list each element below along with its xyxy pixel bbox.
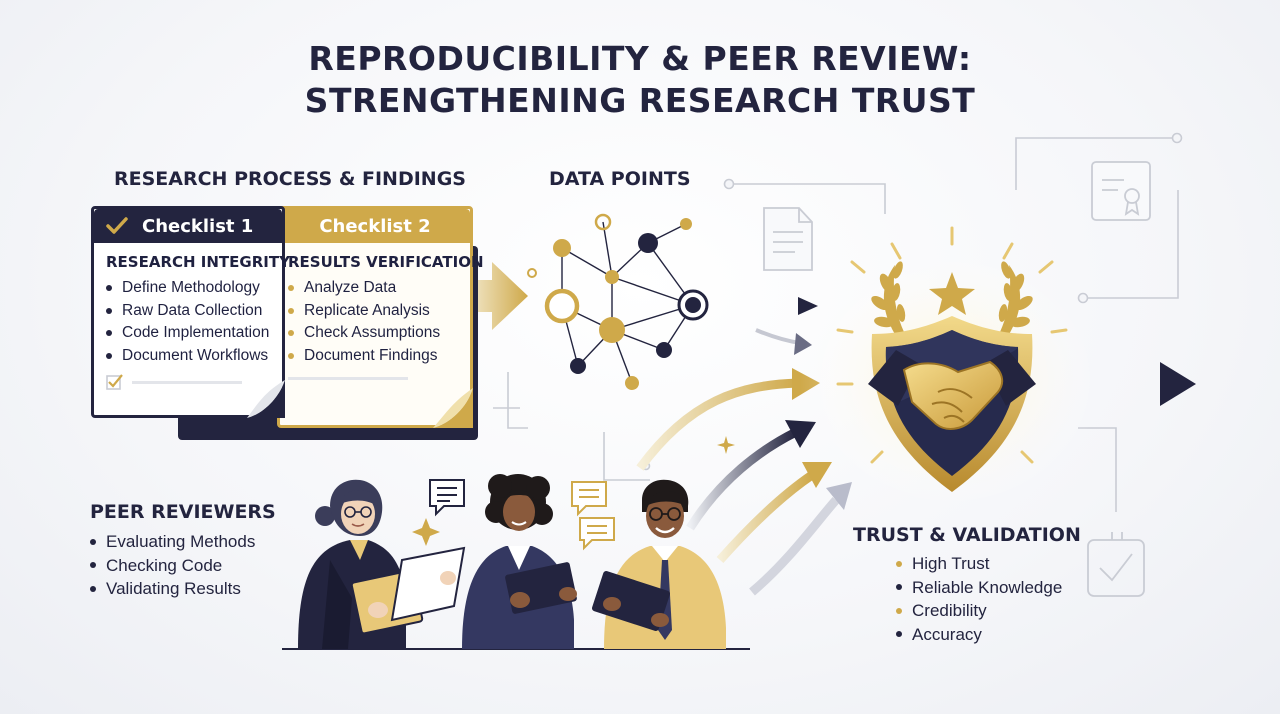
trust-items: High Trust Reliable Knowledge Credibilit… [896,552,1062,646]
page-curl-icon [247,380,285,418]
placeholder-line [288,377,408,380]
peer-heading: PEER REVIEWERS [90,501,276,523]
page-title: REPRODUCIBILITY & PEER REVIEW: STRENGTHE… [0,38,1280,122]
sparkle-icon [412,436,735,546]
document-icon [763,207,813,271]
list-item: Replicate Analysis [288,300,460,323]
reviewer-figure-1 [298,479,466,649]
checklist-1-items: Define Methodology Raw Data Collection C… [106,277,272,367]
circuit-lines [493,132,1183,512]
checklist-1-label: Checklist 1 [142,215,254,237]
bullet-icon [90,562,96,569]
checkbox-icon [1087,532,1145,597]
list-item: Document Findings [288,345,460,368]
bullet-icon [106,307,112,314]
checkbox-icon [106,374,123,390]
network-graph-icon [527,213,709,390]
bullet-icon [288,307,294,314]
certificate-icon [1091,161,1151,221]
checklist-2-header: Checklist 2 [280,209,470,243]
list-item: Evaluating Methods [90,530,255,554]
list-item: Accuracy [896,623,1062,647]
bullet-icon [288,285,294,292]
data-points-heading: DATA POINTS [549,168,691,190]
list-item: Analyze Data [288,277,460,300]
bullet-icon [106,330,112,337]
list-item: Raw Data Collection [106,300,272,323]
bullet-icon [288,330,294,337]
bullet-icon [896,584,902,591]
gold-flow-arrow [462,262,528,330]
chat-bubble-icon [571,481,615,551]
list-item: Define Methodology [106,277,272,300]
placeholder-line [132,380,242,384]
bullet-icon [896,631,902,638]
list-item: Credibility [896,599,1062,623]
page-curl-icon [433,388,473,428]
title-line-2: STRENGTHENING RESEARCH TRUST [304,81,976,120]
bullet-icon [896,607,902,614]
checklist-2-subtitle: RESULTS VERIFICATION [288,253,484,271]
checklist-2-label: Checklist 2 [319,215,431,237]
list-item: Validating Results [90,577,255,601]
bullet-icon [288,352,294,359]
peer-items: Evaluating Methods Checking Code Validat… [90,530,255,601]
bullet-icon [106,352,112,359]
research-heading: RESEARCH PROCESS & FINDINGS [114,168,466,190]
bullet-icon [106,285,112,292]
trust-heading: TRUST & VALIDATION [853,524,1081,546]
reviewer-figure-2 [462,474,577,649]
list-item: Checking Code [90,554,255,578]
title-line-1: REPRODUCIBILITY & PEER REVIEW: [308,39,972,78]
checklist-1-header: Checklist 1 [94,209,282,243]
checklist-2-card: Checklist 2 RESULTS VERIFICATION Analyze… [277,206,484,428]
list-item: Reliable Knowledge [896,576,1062,600]
list-item: Code Implementation [106,322,272,345]
chat-bubble-icon [429,479,465,517]
checklist-1-subtitle: RESEARCH INTEGRITY [106,253,290,271]
list-item: Check Assumptions [288,322,460,345]
bullet-icon [90,538,96,545]
bullet-icon [896,560,902,567]
laurel-icon [871,261,1033,336]
checkbox-row [106,373,272,391]
list-item: High Trust [896,552,1062,576]
checkmark-icon [106,217,128,234]
handshake-shield-icon [800,226,1100,510]
checklist-2-items: Analyze Data Replicate Analysis Check As… [288,277,460,367]
list-item: Document Workflows [106,345,272,368]
reviewer-figure-3 [592,479,726,649]
star-icon [929,272,975,315]
bullet-icon [90,585,96,592]
checklist-1-card: Checklist 1 RESEARCH INTEGRITY Define Me… [91,206,290,418]
